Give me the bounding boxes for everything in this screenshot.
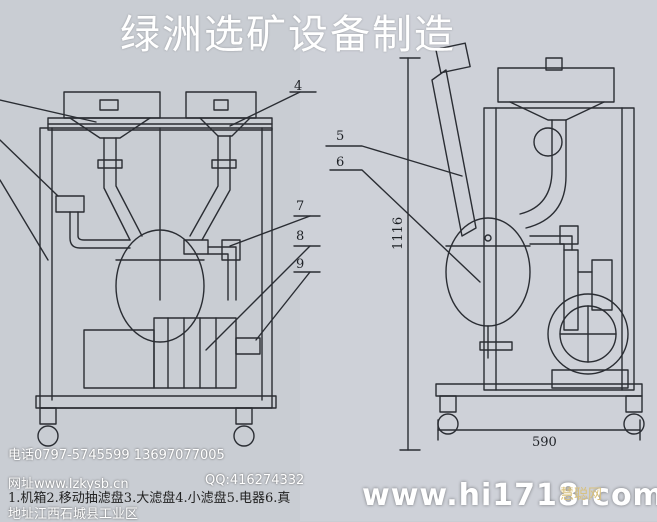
parts-caption: 1.机箱2.移动抽滤盘3.大滤盘4.小滤盘5.电器6.真	[8, 491, 291, 506]
company-title: 绿洲选矿设备制造	[120, 12, 456, 58]
contact-qq: QQ:416274332	[205, 473, 305, 488]
dimension-height: 1116	[391, 217, 406, 250]
contact-phone: 电话0797-5745599 13697077005	[8, 448, 225, 463]
callout-number: 5	[336, 129, 344, 144]
contact-website: 网址www.lzkysb.cn	[8, 477, 129, 492]
front-view	[0, 91, 321, 447]
callout-number: 8	[296, 229, 304, 244]
watermark-cn: 慧聪网	[560, 487, 602, 503]
callout-number: 4	[294, 79, 302, 94]
callout-number: 6	[336, 155, 344, 170]
watermark: www.hi1718.com	[362, 478, 657, 513]
callout-number: 7	[296, 199, 304, 214]
contact-address: 地址江西石城县工业区	[8, 507, 139, 522]
dimension-width: 590	[532, 435, 557, 450]
side-view	[325, 42, 645, 451]
callout-number: 9	[296, 257, 304, 272]
